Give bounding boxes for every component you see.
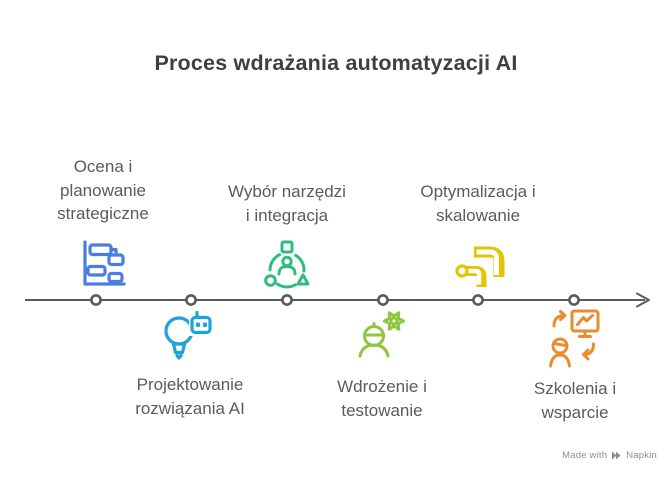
milestone-label: Optymalizacja i skalowanie xyxy=(420,182,536,225)
napkin-logo-icon xyxy=(612,451,621,460)
milestone-label: Wybór narzędzi i integracja xyxy=(228,182,346,225)
timeline-node xyxy=(472,294,484,306)
lightbulb-robot-icon xyxy=(158,308,222,364)
team-shapes-icon xyxy=(261,239,313,291)
milestone-label: Ocena i planowanie strategiczne xyxy=(57,157,149,223)
page-title: Proces wdrażania automatyzacji AI xyxy=(154,51,518,75)
process-timeline xyxy=(25,292,650,308)
watermark-brand: Napkin xyxy=(626,450,657,461)
milestone-implementation-testing: Wdrożenie i testowanie xyxy=(292,308,472,422)
milestone-label: Wdrożenie i testowanie xyxy=(337,377,427,420)
watermark-prefix: Made with xyxy=(562,450,608,461)
training-support-icon xyxy=(547,308,603,368)
timeline-node xyxy=(377,294,389,306)
milestone-optimization-scaling: Optymalizacja i skalowanie xyxy=(388,180,568,295)
napkin-watermark-link[interactable]: Made with Napkin xyxy=(562,450,657,461)
routing-arrows-icon xyxy=(450,239,506,295)
milestone-label: Projektowanie rozwiązania AI xyxy=(135,375,245,418)
timeline-node xyxy=(281,294,293,306)
milestone-training-support: Szkolenia i wsparcie xyxy=(485,308,665,424)
milestone-label: Szkolenia i wsparcie xyxy=(533,379,617,422)
milestone-tool-selection: Wybór narzędzi i integracja xyxy=(197,180,377,291)
worker-gear-icon xyxy=(354,308,410,366)
gantt-chart-icon xyxy=(78,238,128,288)
timeline-node xyxy=(568,294,580,306)
arrow-head-icon xyxy=(636,292,650,308)
timeline-node xyxy=(90,294,102,306)
milestone-strategic-assessment: Ocena i planowanie strategiczne xyxy=(13,155,193,288)
milestone-ai-solution-design: Projektowanie rozwiązania AI xyxy=(100,308,280,420)
timeline-node xyxy=(185,294,197,306)
